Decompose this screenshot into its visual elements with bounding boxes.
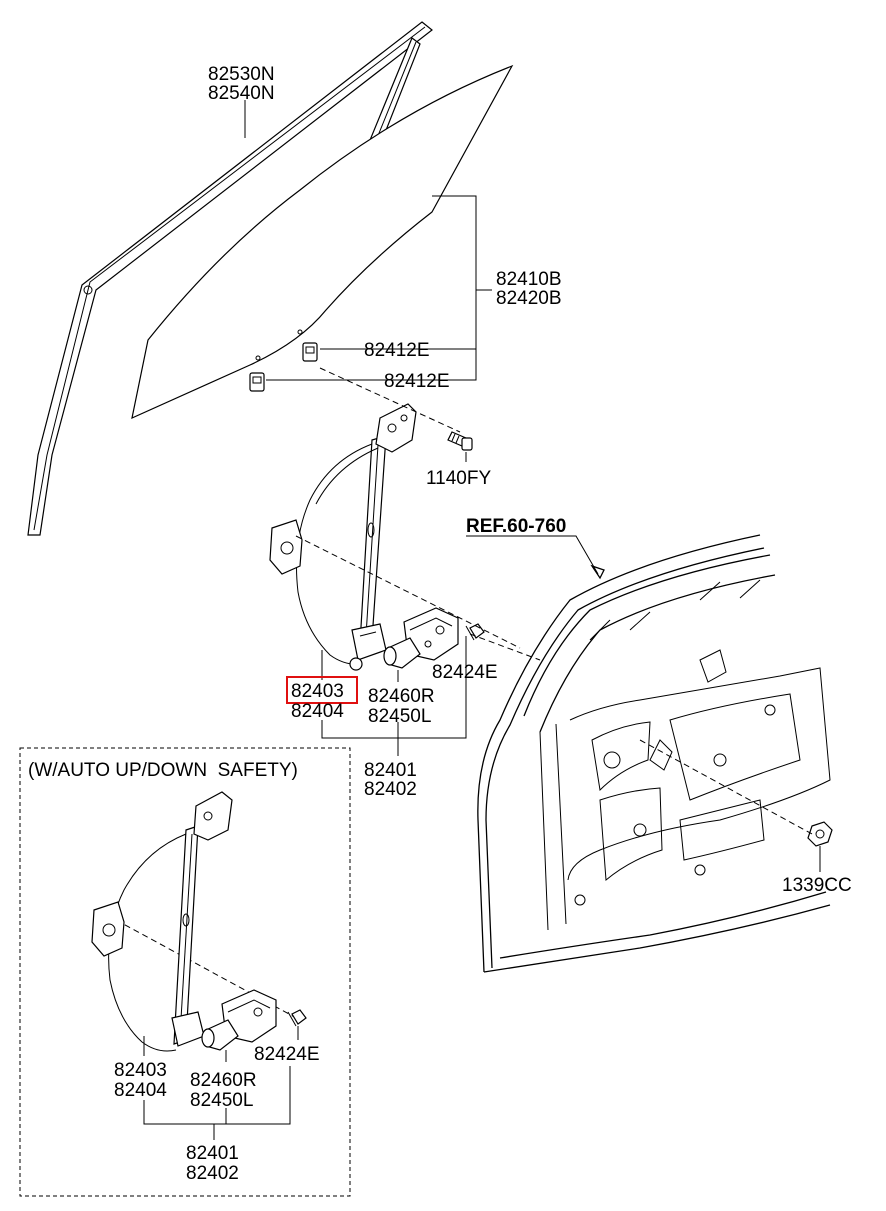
inset-label-regulator-a: 82403 bbox=[114, 1060, 167, 1081]
inset-window-regulator[interactable] bbox=[91, 791, 233, 1052]
leader-lines bbox=[244, 100, 821, 872]
door-inner-panel bbox=[477, 534, 831, 973]
bolt[interactable] bbox=[447, 431, 473, 451]
label-assy-a: 82401 bbox=[364, 760, 417, 781]
nut[interactable] bbox=[807, 821, 833, 847]
label-motor-b: 82450L bbox=[368, 706, 431, 727]
inset-label-motor-a: 82460R bbox=[190, 1070, 257, 1091]
door-glass[interactable] bbox=[131, 64, 514, 420]
label-bolt: 1140FY bbox=[426, 468, 491, 489]
label-run-a: 82530N bbox=[208, 64, 275, 85]
label-clip-2: 82412E bbox=[384, 371, 450, 392]
label-regulator-b: 82404 bbox=[291, 701, 344, 722]
window-regulator[interactable] bbox=[269, 403, 417, 671]
glass-clip-lower[interactable] bbox=[249, 372, 265, 392]
label-glass-a: 82410B bbox=[496, 269, 562, 290]
inset-regulator-screw[interactable] bbox=[287, 1009, 307, 1027]
center-lines bbox=[115, 367, 813, 1021]
label-ref: REF.60-760 bbox=[466, 516, 566, 537]
label-run-b: 82540N bbox=[208, 83, 275, 104]
label-regulator-a[interactable]: 82403 bbox=[291, 681, 344, 702]
highlight-box bbox=[286, 676, 358, 704]
inset-title: (W/AUTO UP/DOWN SAFETY) bbox=[28, 760, 298, 781]
glass-clip-upper[interactable] bbox=[302, 342, 318, 362]
label-motor-a: 82460R bbox=[368, 686, 435, 707]
inset-label-screw: 82424E bbox=[254, 1044, 320, 1065]
label-nut: 1339CC bbox=[782, 875, 852, 896]
regulator-motor[interactable] bbox=[383, 607, 459, 669]
regulator-screw[interactable] bbox=[465, 623, 485, 641]
inset-regulator-motor[interactable] bbox=[201, 989, 277, 1051]
label-clip-1: 82412E bbox=[364, 340, 430, 361]
inset-auto-safety: (W/AUTO UP/DOWN SAFETY) bbox=[19, 747, 351, 1197]
inset-label-assy-a: 82401 bbox=[186, 1143, 239, 1164]
inset-border bbox=[19, 747, 351, 1197]
label-screw: 82424E bbox=[432, 662, 498, 683]
label-assy-b: 82402 bbox=[364, 779, 417, 800]
label-glass-b: 82420B bbox=[496, 288, 562, 309]
inset-label-assy-b: 82402 bbox=[186, 1163, 239, 1184]
inset-label-regulator-b: 82404 bbox=[114, 1080, 167, 1101]
inset-label-motor-b: 82450L bbox=[190, 1090, 253, 1111]
